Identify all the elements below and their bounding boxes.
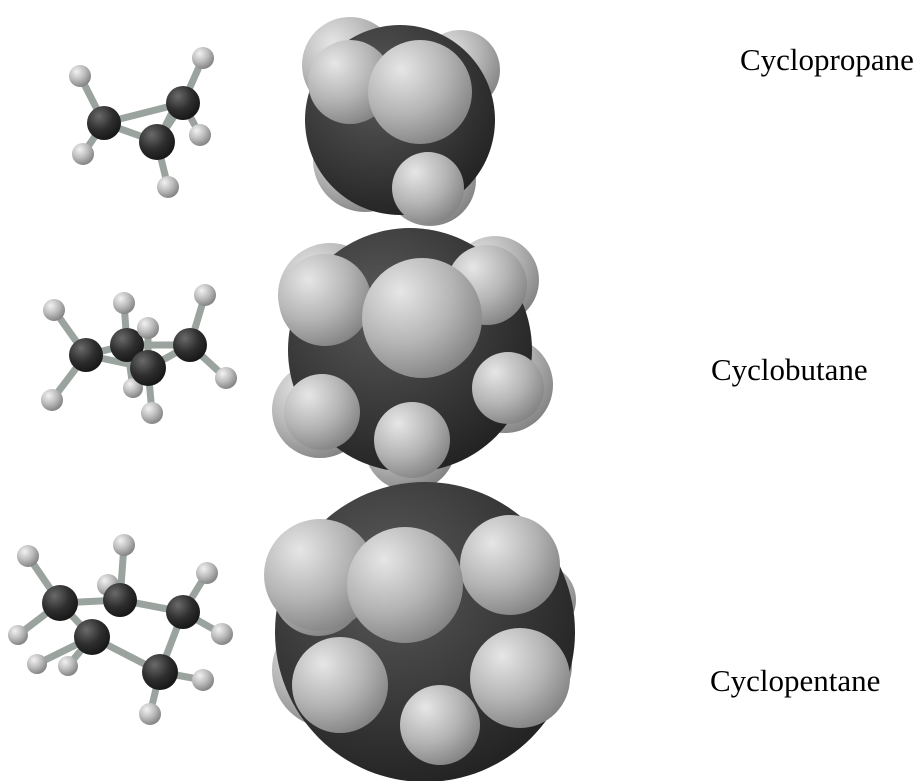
cyclobutane-ball-and-stick	[41, 284, 237, 424]
cyclopropane-ball-and-stick	[69, 47, 214, 198]
molecule-label-cyclobutane: Cyclobutane	[711, 352, 868, 387]
cyclopentane-ball-and-stick	[8, 534, 233, 725]
cyclopropane-space-filling	[302, 17, 500, 226]
molecule-label-cyclopropane: Cyclopropane	[740, 42, 914, 77]
cyclopentane-space-filling	[264, 482, 576, 781]
molecule-label-cyclopentane: Cyclopentane	[710, 663, 881, 698]
cyclobutane-space-filling	[272, 228, 553, 491]
